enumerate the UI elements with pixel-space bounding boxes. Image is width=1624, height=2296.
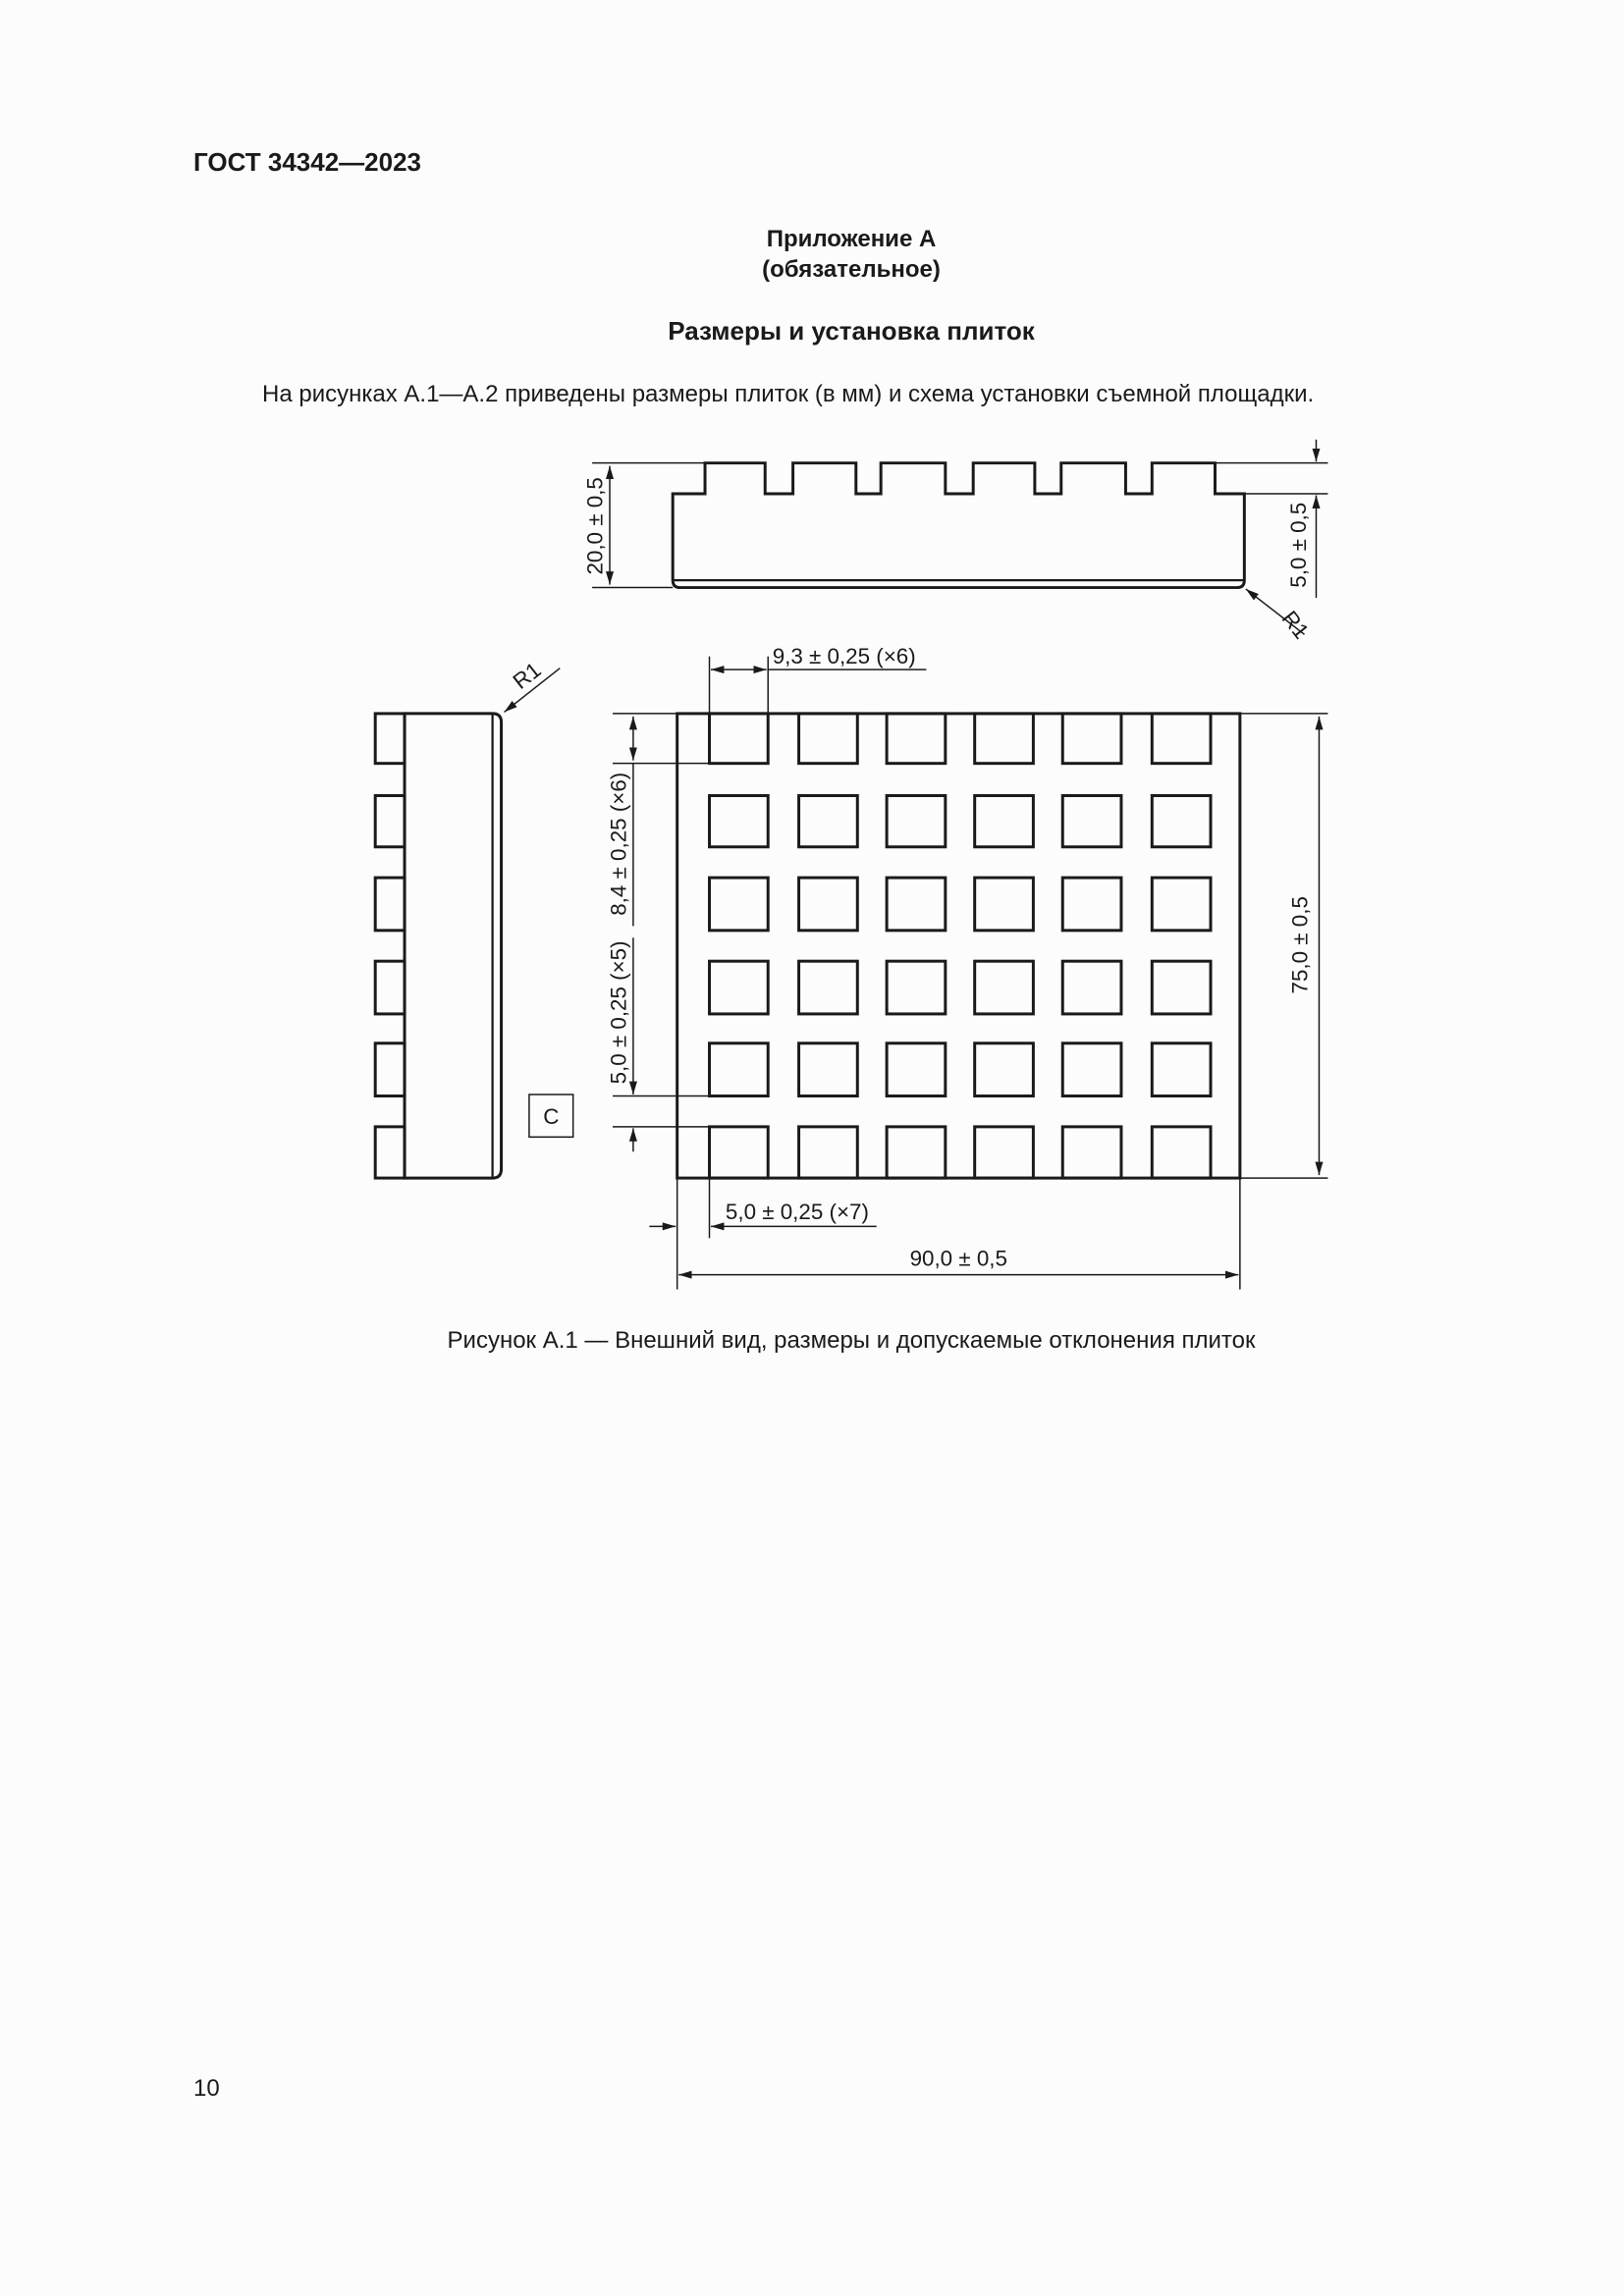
dim-height-total: 20,0 ± 0,5	[583, 477, 608, 574]
document-header: ГОСТ 34342—2023	[193, 147, 421, 177]
dim-col-gap: 5,0 ± 0,25 (×7)	[726, 1200, 869, 1224]
dim-cell-height: 8,4 ± 0,25 (×6)	[606, 773, 630, 916]
dim-radius-top: R1	[1277, 607, 1314, 644]
appendix-status: (обязательное)	[762, 256, 941, 283]
view-label: С	[543, 1104, 559, 1129]
section-title: Размеры и установка плиток	[668, 316, 1035, 346]
top-view	[592, 439, 1328, 635]
appendix-title: Приложение А	[766, 226, 937, 252]
dim-radius-side: R1	[509, 658, 546, 694]
dim-width: 90,0 ± 0,5	[910, 1247, 1007, 1271]
view-label-box	[528, 1094, 574, 1139]
dim-tooth-height: 5,0 ± 0,5	[1286, 503, 1311, 588]
dim-length: 75,0 ± 0,5	[1288, 896, 1313, 993]
dim-row-gap: 5,0 ± 0,25 (×5)	[606, 940, 630, 1084]
intro-paragraph: На рисунках А.1—А.2 приведены размеры пл…	[262, 381, 1315, 407]
page-number: 10	[193, 2075, 220, 2102]
plan-dimensions	[612, 656, 1328, 1290]
side-view	[373, 667, 561, 1180]
plan-view	[676, 712, 1242, 1180]
cell-grid	[708, 712, 1213, 1180]
dim-cell-width: 9,3 ± 0,25 (×6)	[773, 644, 916, 668]
figure-caption: Рисунок А.1 — Внешний вид, размеры и доп…	[447, 1327, 1256, 1354]
